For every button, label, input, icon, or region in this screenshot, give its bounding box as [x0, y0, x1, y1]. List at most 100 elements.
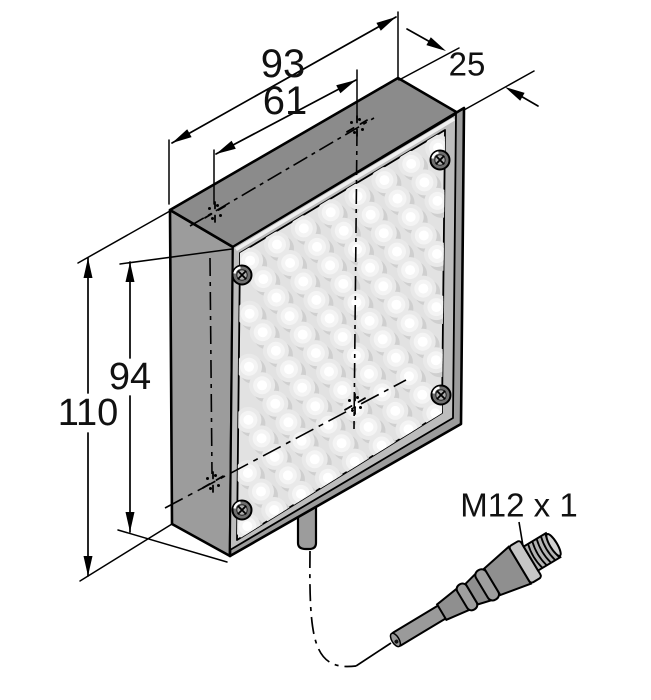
- dimensions: 93 61 25 94: [58, 11, 539, 582]
- dim-depth-label: 25: [449, 46, 486, 83]
- led-lens: [283, 417, 294, 428]
- led-lens: [365, 209, 376, 220]
- led-lens: [310, 401, 321, 412]
- led-lens: [404, 318, 415, 329]
- led-lens: [242, 521, 253, 532]
- led-lens: [391, 299, 402, 310]
- led-lens: [418, 230, 429, 241]
- cable-end-cap: [389, 632, 402, 648]
- side-face: [168, 208, 235, 558]
- arrowhead: [125, 262, 135, 282]
- led-lens: [323, 419, 334, 430]
- dimension-hole-spacing-61: 61: [213, 69, 358, 205]
- led-lens: [406, 158, 417, 169]
- led-lens: [311, 295, 322, 305]
- led-lens: [309, 454, 320, 465]
- led-lens: [338, 225, 349, 236]
- connector-label-leader: [518, 521, 524, 547]
- led-lens: [244, 361, 254, 372]
- led-lens: [284, 364, 294, 375]
- led-lens: [379, 175, 390, 186]
- corner-screw-bottom-right: [430, 384, 452, 406]
- corner-screw-top-right: [429, 149, 451, 171]
- led-lens: [378, 228, 389, 239]
- led-lens: [349, 456, 360, 467]
- led-lens: [242, 468, 253, 478]
- led-lens: [377, 334, 388, 345]
- dimension-line: [171, 16, 397, 144]
- cable-end-hole: [394, 639, 399, 644]
- extension-line: [463, 70, 535, 111]
- arrowhead: [426, 37, 446, 51]
- bezel-top-highlight: [235, 117, 455, 252]
- led-lens: [336, 438, 347, 449]
- led-lens: [352, 191, 363, 202]
- dim-height-label: 110: [58, 392, 119, 434]
- led-lens: [297, 382, 308, 393]
- led-lens: [392, 246, 402, 257]
- led-lens: [310, 348, 321, 359]
- led-lens: [269, 505, 280, 515]
- led-lens: [324, 313, 335, 324]
- led-lens: [312, 241, 322, 252]
- led-lens: [403, 424, 414, 435]
- cable-path-solid: [355, 642, 392, 667]
- led-lens: [350, 350, 361, 361]
- connector-assembly: M12 x 1: [309, 487, 578, 668]
- led-lens: [269, 451, 280, 462]
- arrowhead: [125, 512, 135, 532]
- led-lens: [432, 249, 442, 259]
- led-lens: [351, 297, 362, 308]
- led-lens: [297, 329, 308, 340]
- extension-line: [119, 248, 233, 265]
- extension-line: [79, 523, 173, 582]
- led-lens: [337, 332, 348, 342]
- led-lens: [298, 276, 309, 287]
- arrowhead: [505, 87, 525, 101]
- led-lens: [364, 315, 375, 326]
- dimension-height-110: 110: [58, 210, 173, 582]
- led-lens: [322, 472, 333, 483]
- dimension-line: [215, 79, 357, 155]
- led-lens: [296, 488, 306, 499]
- led-lens: [284, 311, 295, 322]
- led-lens: [364, 368, 374, 379]
- led-lens: [272, 239, 282, 250]
- m12-connector: [389, 531, 562, 648]
- dimension-width-93: 93: [168, 11, 399, 205]
- led-lens: [405, 265, 416, 276]
- led-lens: [392, 193, 403, 204]
- led-lens: [243, 414, 254, 425]
- cable-path-dashed: [309, 550, 357, 668]
- led-lens: [377, 387, 388, 398]
- arrowhead: [83, 556, 93, 576]
- arrowhead: [83, 258, 93, 278]
- led-lens: [405, 212, 416, 222]
- led-lens: [365, 262, 376, 273]
- led-lens: [258, 274, 269, 285]
- led-lens: [432, 195, 443, 206]
- led-lens: [419, 177, 430, 188]
- led-lens: [417, 336, 428, 347]
- arrowhead: [336, 80, 356, 94]
- led-lens: [324, 366, 334, 377]
- dim-width-label: 93: [261, 42, 306, 86]
- led-lens: [298, 223, 309, 234]
- led-lens: [363, 422, 374, 432]
- led-lens: [431, 302, 442, 313]
- side-face-centerline: [209, 257, 213, 475]
- led-lens: [337, 385, 348, 396]
- connector-label: M12 x 1: [460, 487, 577, 524]
- led-array: [237, 134, 445, 540]
- led-lens: [390, 405, 401, 416]
- corner-screw-bottom-left: [231, 499, 253, 521]
- led-lens: [296, 435, 307, 446]
- dim-window-height-label: 94: [109, 356, 151, 398]
- led-lens: [257, 327, 268, 338]
- led-lens: [256, 486, 266, 497]
- led-lens: [417, 389, 428, 400]
- extension-line: [398, 47, 460, 81]
- led-lens: [325, 260, 336, 271]
- led-lens: [285, 258, 296, 268]
